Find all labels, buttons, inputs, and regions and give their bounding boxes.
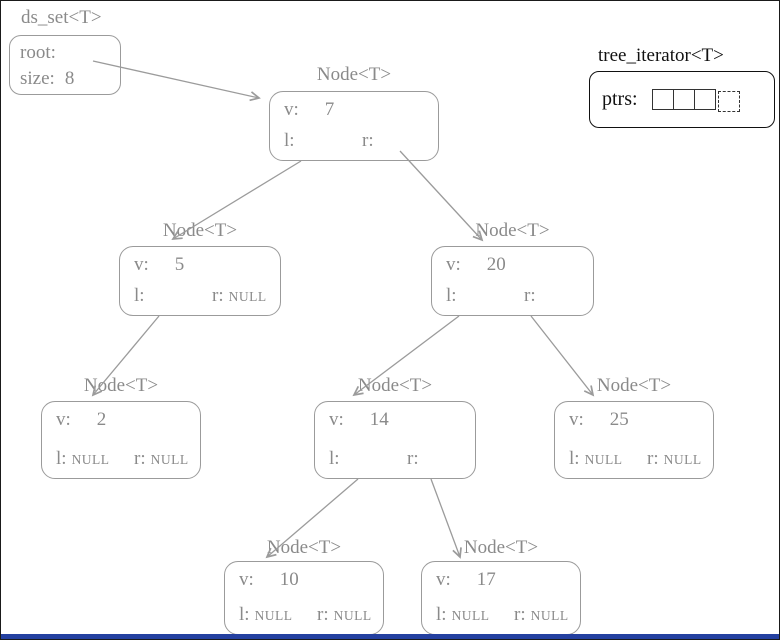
node-box-7: v: 7 l: r: xyxy=(269,91,439,161)
v-label: v: xyxy=(284,99,299,120)
r-value: NULL xyxy=(530,608,569,623)
v-label: v: xyxy=(134,254,149,275)
iterator-cell xyxy=(693,89,716,110)
ptrs-array xyxy=(651,89,740,112)
node-box-10: v: 10 l: NULL r: NULL xyxy=(224,561,384,635)
node-title: Node<T> xyxy=(266,537,342,558)
r-label: r: xyxy=(514,604,526,625)
node-title: Node<T> xyxy=(596,375,672,396)
iterator-cell-dashed xyxy=(717,91,740,112)
v-value: 17 xyxy=(476,569,496,590)
root-label: root: xyxy=(20,42,56,63)
v-label: v: xyxy=(569,409,584,430)
r-label: r: xyxy=(524,285,536,306)
r-value: NULL xyxy=(663,452,702,467)
node-title: Node<T> xyxy=(316,64,392,85)
r-label: r: xyxy=(134,448,146,469)
node-title: Node<T> xyxy=(162,220,238,241)
ds-set-title: ds_set<T> xyxy=(21,7,102,28)
v-value: 20 xyxy=(486,254,506,275)
l-label: l: xyxy=(329,448,340,469)
node-box-14: v: 14 l: r: xyxy=(314,401,476,479)
tree-iterator-box: ptrs: xyxy=(589,71,775,128)
node-box-5: v: 5 l: r: NULL xyxy=(119,246,281,316)
node-title: Node<T> xyxy=(475,220,550,241)
l-label: l: xyxy=(134,285,145,306)
bottom-blue-bar xyxy=(1,634,779,639)
r-label: r: xyxy=(317,604,329,625)
v-label: v: xyxy=(446,254,461,275)
v-value: 10 xyxy=(279,569,299,590)
r-value: NULL xyxy=(228,289,267,304)
v-value: 5 xyxy=(174,254,185,275)
l-value: NULL xyxy=(584,452,623,467)
l-value: NULL xyxy=(451,608,490,623)
r-value: NULL xyxy=(333,608,372,623)
l-value: NULL xyxy=(71,452,110,467)
node-title: Node<T> xyxy=(357,375,433,396)
node-title: Node<T> xyxy=(83,375,159,396)
v-value: 2 xyxy=(96,409,107,430)
v-label: v: xyxy=(329,409,344,430)
l-label: l: xyxy=(446,285,457,306)
v-label: v: xyxy=(56,409,71,430)
l-label: l: xyxy=(284,130,295,151)
ptrs-label: ptrs: xyxy=(602,88,638,110)
v-label: v: xyxy=(436,569,451,590)
v-value: 25 xyxy=(609,409,629,430)
tree-iterator-title: tree_iterator<T> xyxy=(598,45,724,66)
v-label: v: xyxy=(239,569,254,590)
r-label: r: xyxy=(362,130,374,151)
l-value: NULL xyxy=(254,608,293,623)
r-label: r: xyxy=(647,448,659,469)
iterator-cell xyxy=(651,89,674,110)
l-label: l: xyxy=(239,604,250,625)
size-label: size: xyxy=(20,68,55,89)
iterator-cell xyxy=(672,89,695,110)
node-box-25: v: 25 l: NULL r: NULL xyxy=(554,401,714,479)
r-label: r: xyxy=(212,285,224,306)
l-label: l: xyxy=(569,448,580,469)
root-field: root: xyxy=(20,40,120,66)
l-label: l: xyxy=(436,604,447,625)
r-value: NULL xyxy=(150,452,189,467)
l-label: l: xyxy=(56,448,67,469)
node-box-17: v: 17 l: NULL r: NULL xyxy=(421,561,581,635)
node-box-20: v: 20 l: r: xyxy=(431,246,594,316)
r-label: r: xyxy=(407,448,419,469)
size-field: size: 8 xyxy=(20,66,120,92)
v-value: 7 xyxy=(324,99,335,120)
ds-set-box: root: size: 8 xyxy=(9,35,121,95)
v-value: 14 xyxy=(369,409,389,430)
node-box-2: v: 2 l: NULL r: NULL xyxy=(41,401,201,479)
node-title: Node<T> xyxy=(463,537,539,558)
size-value: 8 xyxy=(64,68,75,89)
